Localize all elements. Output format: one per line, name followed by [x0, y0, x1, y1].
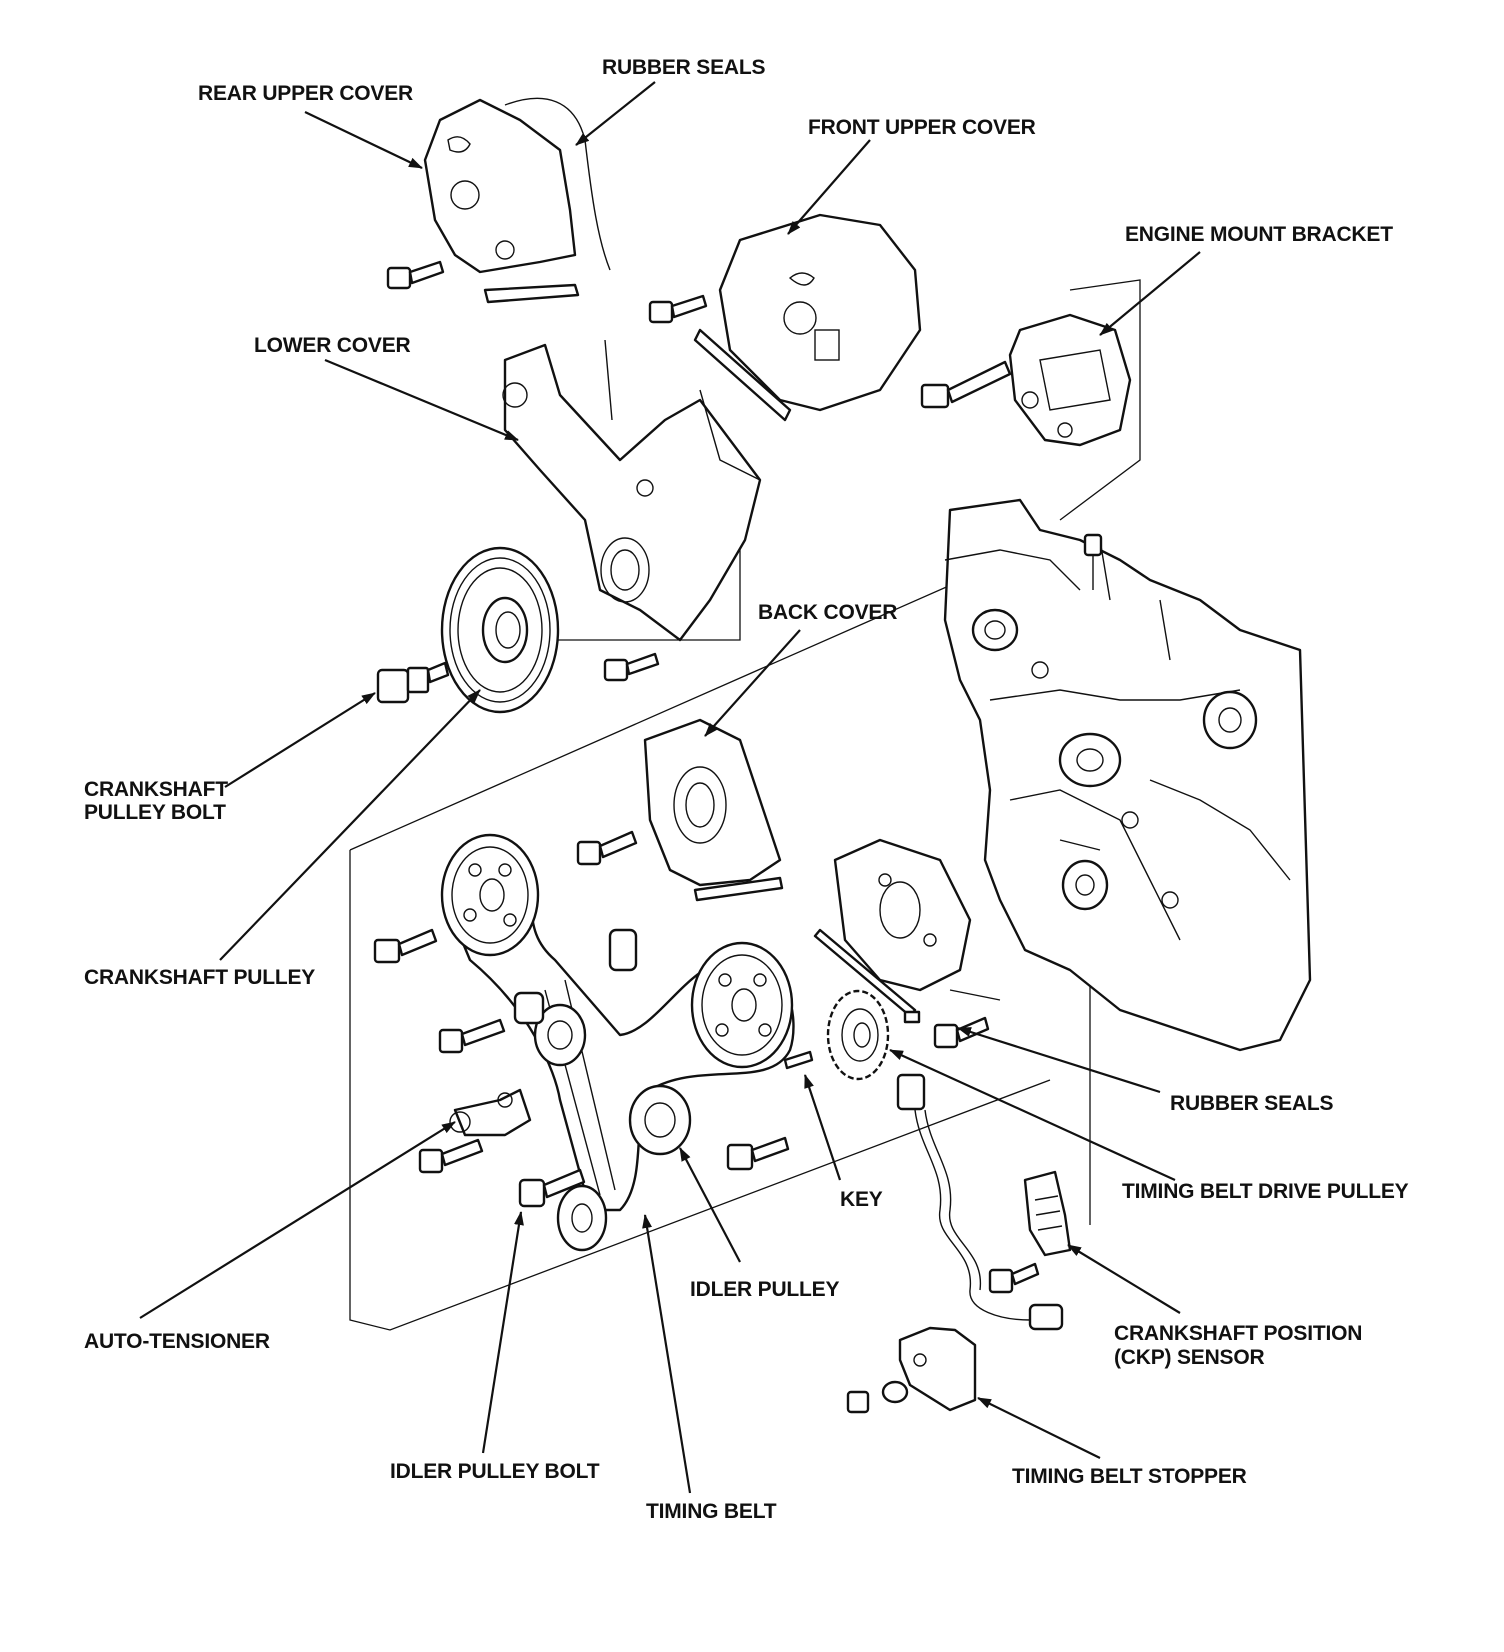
crankshaft-pulley [440, 546, 560, 714]
label-auto-tensioner: AUTO-TENSIONER [84, 1330, 270, 1353]
label-engine-mount-bracket: ENGINE MOUNT BRACKET [1125, 223, 1393, 246]
label-ckp-sensor-line2: (CKP) SENSOR [1114, 1346, 1264, 1369]
label-rubber-seals-top: RUBBER SEALS [602, 56, 765, 79]
label-rear-upper-cover: REAR UPPER COVER [198, 82, 413, 105]
label-idler-pulley-bolt: IDLER PULLEY BOLT [390, 1460, 600, 1483]
idler-bolt-right [726, 1136, 790, 1171]
leader-arrows [139, 81, 1201, 1494]
front-upper-cover-bolt [648, 294, 708, 324]
timing-belt-stopper [898, 1326, 977, 1412]
label-crankshaft-pulley-bolt-line1: CRANKSHAFT [84, 778, 228, 801]
idler-pulley-bolt [518, 1168, 586, 1208]
idler-pulley [628, 1084, 692, 1156]
label-rubber-seals-right: RUBBER SEALS [1170, 1092, 1333, 1115]
label-crankshaft-pulley-bolt-line2: PULLEY BOLT [84, 801, 226, 824]
label-crankshaft-pulley: CRANKSHAFT PULLEY [84, 966, 315, 989]
ckp-sensor-harness [896, 1073, 1064, 1331]
rear-camshaft-pulley [440, 833, 540, 957]
lower-seal-bolt [933, 1016, 990, 1049]
label-timing-belt-drive-pulley: TIMING BELT DRIVE PULLEY [1122, 1180, 1409, 1203]
lower-cover [502, 339, 762, 642]
timing-belt-drive-pulley [826, 989, 890, 1081]
ckp-sensor [1023, 1170, 1072, 1257]
auto-tensioner-bolts [418, 1018, 506, 1174]
back-cover [643, 718, 784, 902]
engine-mount-bracket [1008, 313, 1132, 447]
label-timing-belt-stopper: TIMING BELT STOPPER [1012, 1465, 1247, 1488]
label-ckp-sensor-line1: CRANKSHAFT POSITION [1114, 1322, 1362, 1345]
rear-upper-cover [423, 97, 611, 304]
label-timing-belt: TIMING BELT [646, 1500, 777, 1523]
rear-upper-cover-bolt [386, 260, 445, 290]
back-cover-bolt [576, 830, 638, 866]
label-idler-pulley: IDLER PULLEY [690, 1278, 839, 1301]
idler-pulley-washer [556, 1184, 608, 1252]
auto-tensioner [449, 1088, 532, 1137]
label-lower-cover: LOWER COVER [254, 334, 411, 357]
front-upper-cover [693, 213, 922, 422]
rear-cover-plate [833, 838, 972, 992]
crankshaft-pulley-bolt [376, 661, 450, 704]
callout-labels: REAR UPPER COVER RUBBER SEALS FRONT UPPE… [84, 56, 1409, 1523]
lower-cover-bolt [603, 652, 660, 682]
tensioner-pulley [513, 991, 587, 1067]
engine-block [943, 498, 1312, 1052]
rubber-seals-lower [813, 928, 921, 1024]
label-front-upper-cover: FRONT UPPER COVER [808, 116, 1036, 139]
label-back-cover: BACK COVER [758, 601, 897, 624]
key [783, 1050, 814, 1070]
camshaft-pulley-bolt [373, 928, 638, 972]
timing-belt-stopper-fasteners [846, 1380, 909, 1414]
front-camshaft-pulley [690, 941, 794, 1069]
label-key: KEY [840, 1188, 883, 1211]
engine-mount-bracket-bolt [920, 360, 1012, 409]
ckp-sensor-bolt [988, 1262, 1040, 1294]
